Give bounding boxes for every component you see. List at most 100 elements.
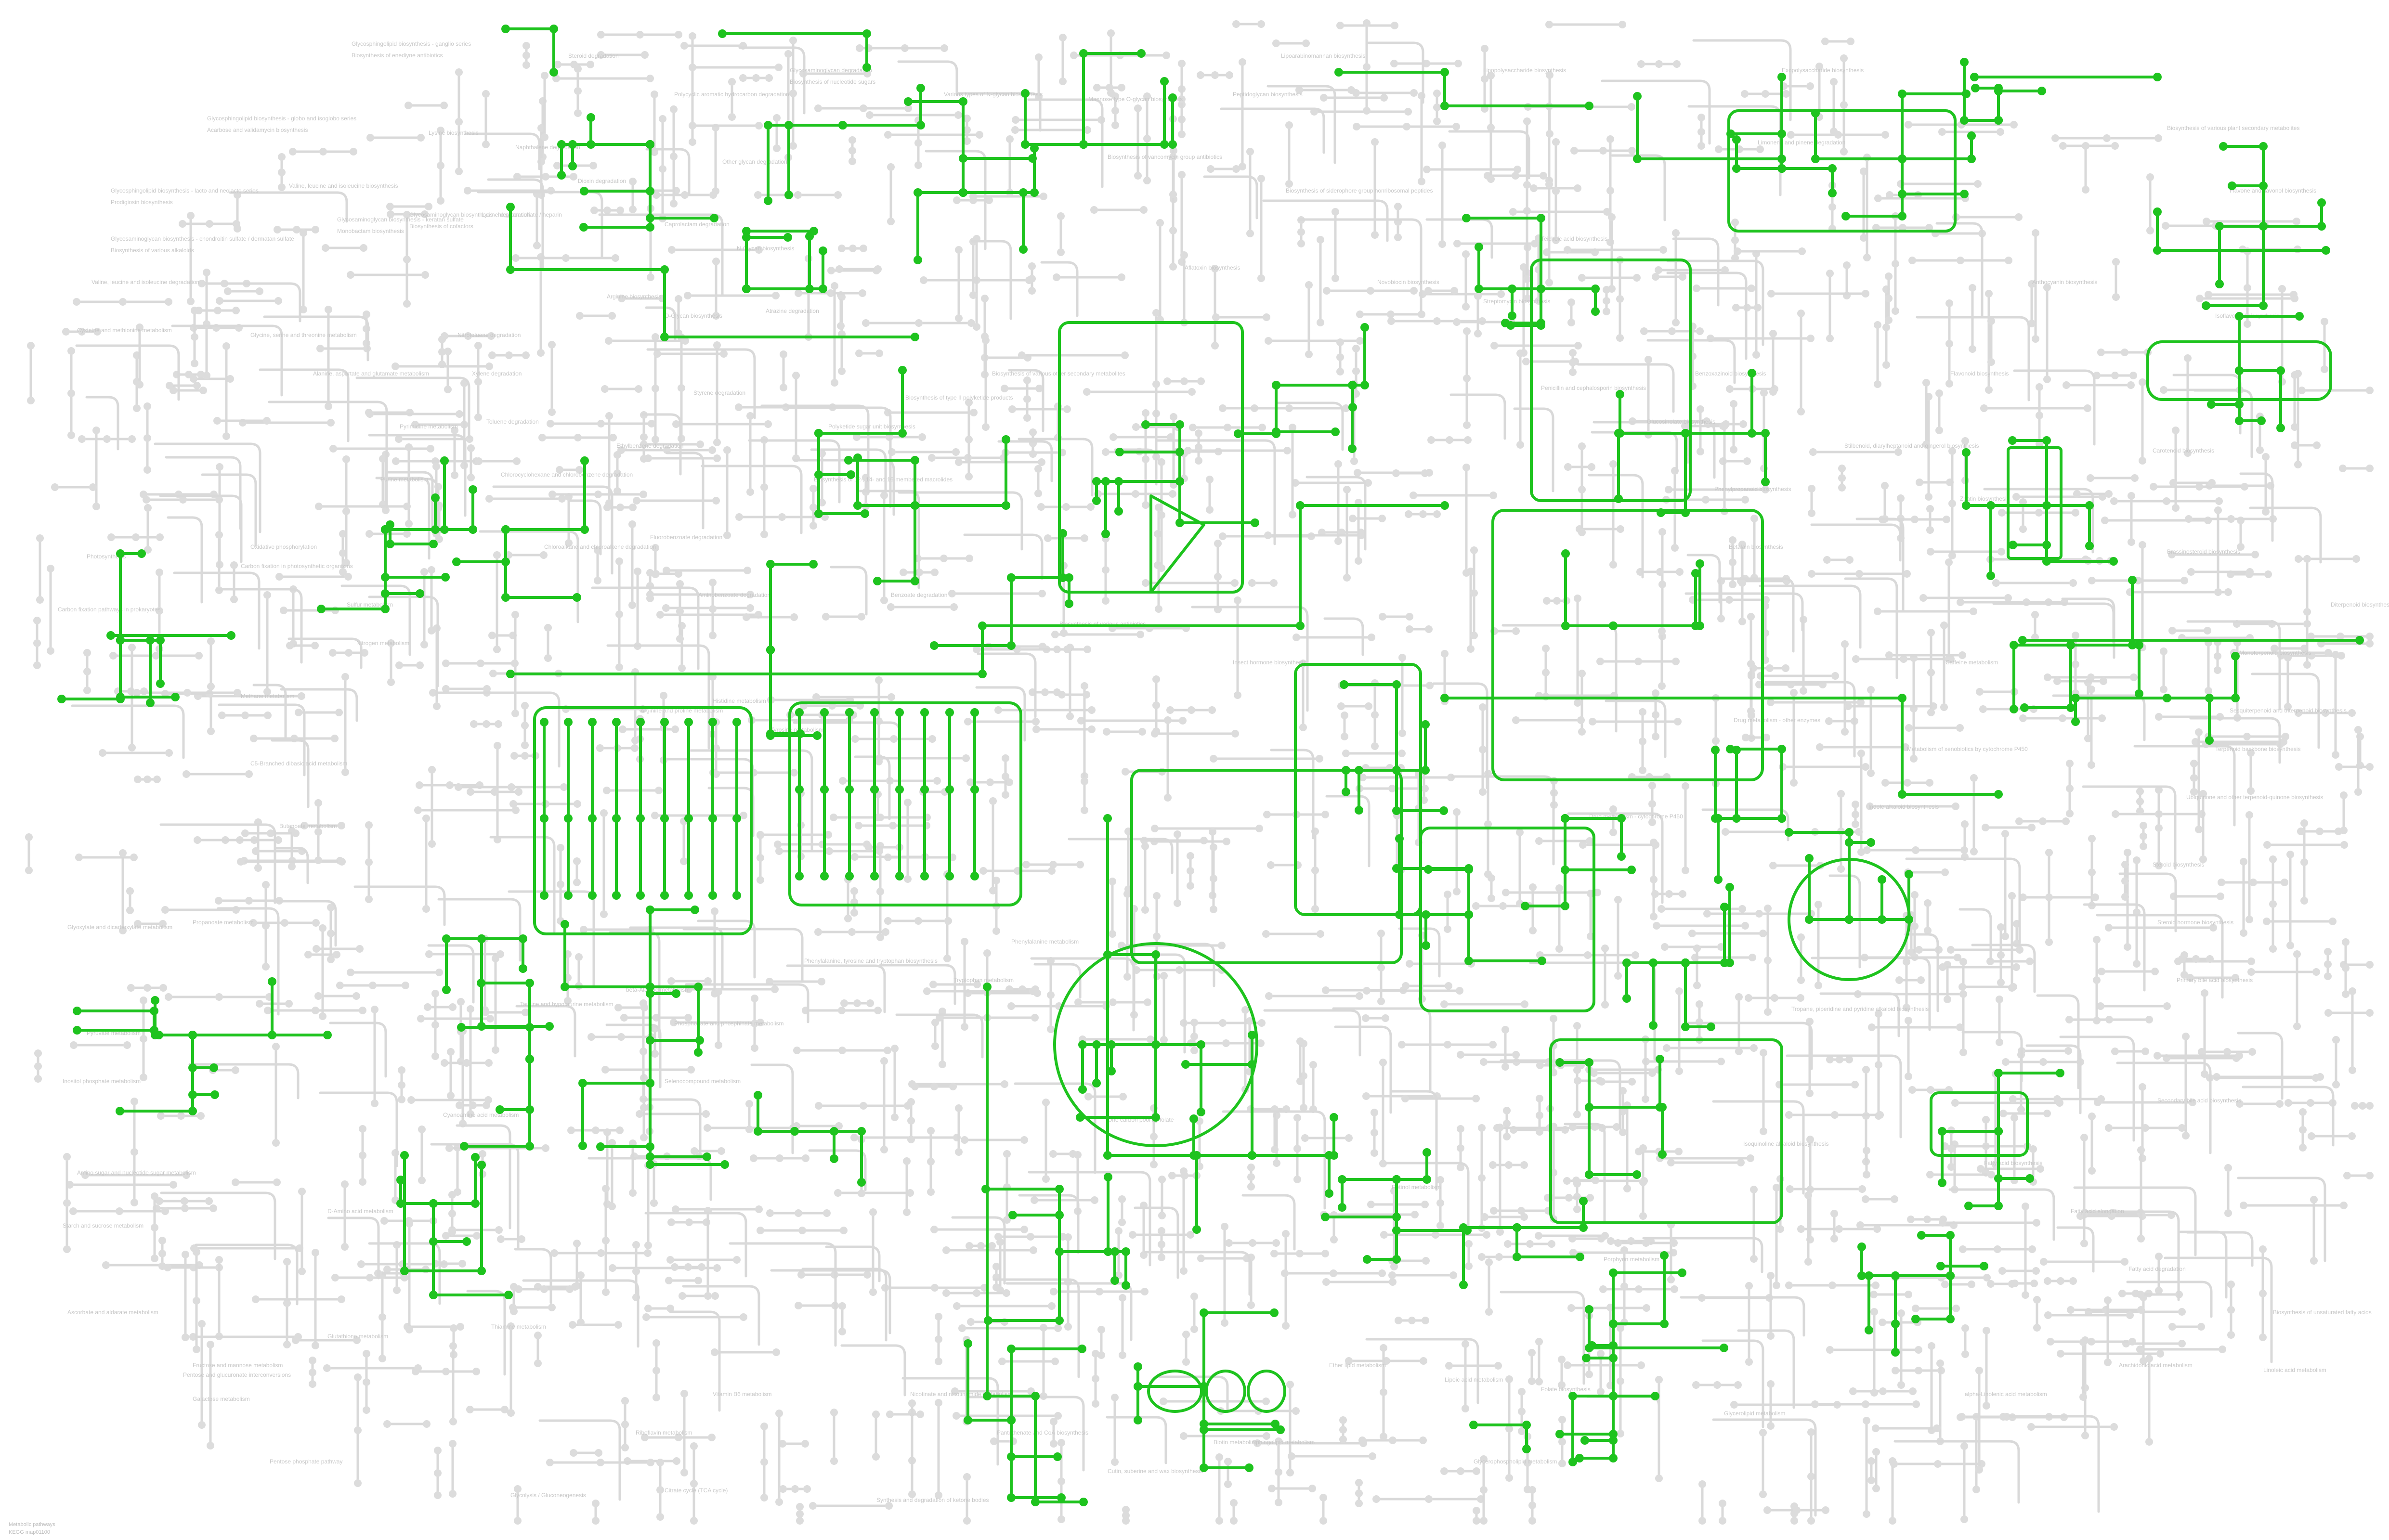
compound-node[interactable] [2139,1154,2146,1162]
compound-node[interactable] [1905,121,1912,129]
compound-node[interactable] [1530,184,1538,192]
compound-node[interactable] [2136,788,2144,795]
compound-node[interactable] [1776,1225,1784,1233]
compound-node[interactable] [923,987,931,995]
compound-node[interactable] [2303,620,2311,628]
compound-node[interactable] [755,122,763,129]
pathway-label[interactable]: Linoleic acid metabolism [2263,1367,2326,1373]
pathway-label[interactable]: Methane metabolism [241,693,294,699]
compound-node[interactable] [387,678,395,686]
compound-node[interactable] [574,800,581,808]
compound-node[interactable] [281,919,288,927]
pathway-connector[interactable] [997,440,1053,482]
compound-node[interactable] [103,435,111,443]
compound-node[interactable] [1178,171,1186,179]
compound-node[interactable] [603,207,611,214]
compound-node[interactable] [656,1459,664,1466]
compound-node[interactable] [1521,1000,1528,1008]
compound-node[interactable] [1377,997,1385,1005]
pathway-connector[interactable] [1500,1291,1585,1385]
compound-node[interactable] [488,351,496,359]
compound-node[interactable] [1563,1177,1571,1185]
compound-node[interactable] [1380,94,1388,102]
compound-node[interactable] [1388,785,1396,792]
compound-node[interactable] [1826,1346,1834,1354]
compound-node[interactable] [601,1066,609,1074]
compound-node[interactable] [853,999,861,1007]
compound-node[interactable] [249,919,257,927]
compound-node[interactable] [1614,972,1622,980]
compound-node[interactable] [1997,951,2005,959]
pathway-connector[interactable] [1983,488,2094,554]
pathway-label[interactable]: Valine, leucine and isoleucine degradati… [91,279,199,285]
compound-node[interactable] [1209,828,1216,836]
compound-node[interactable] [417,134,425,142]
compound-node[interactable] [1603,208,1611,216]
compound-node[interactable] [675,295,682,303]
compound-node[interactable] [838,1007,846,1014]
compound-node[interactable] [1462,569,1470,577]
compound-node[interactable] [597,31,605,39]
pathway-connector[interactable] [353,885,446,926]
compound-node[interactable] [1603,308,1610,315]
pathway-connector[interactable] [465,691,561,768]
compound-node[interactable] [702,1110,710,1118]
compound-node[interactable] [540,1285,548,1293]
compound-node[interactable] [2291,295,2298,302]
compound-node[interactable] [1987,317,1995,325]
compound-node[interactable] [2247,968,2255,976]
compound-node[interactable] [1905,1017,1912,1024]
compound-node[interactable] [1211,265,1219,272]
compound-node[interactable] [2036,383,2043,391]
compound-node[interactable] [573,879,581,886]
compound-node[interactable] [760,1458,768,1466]
pathway-label[interactable]: Nitrotoluene degradation [457,332,521,338]
compound-node[interactable] [329,445,337,453]
compound-node[interactable] [1481,75,1488,83]
compound-node[interactable] [420,568,428,576]
compound-node[interactable] [2137,1306,2145,1314]
compound-node[interactable] [1158,1176,1166,1183]
compound-node[interactable] [775,1498,783,1506]
pathway-label[interactable]: Glycosphingolipid biosynthesis - globo a… [207,115,356,122]
compound-node[interactable] [1109,878,1116,885]
compound-node[interactable] [1840,101,1848,109]
compound-node[interactable] [1487,124,1495,131]
compound-node[interactable] [597,420,605,427]
compound-node[interactable] [1305,350,1313,358]
compound-node[interactable] [1391,22,1398,29]
compound-node[interactable] [1959,1245,1967,1253]
pathway-label[interactable]: Styrene degradation [693,389,745,396]
compound-node[interactable] [1620,1282,1628,1290]
compound-node[interactable] [2162,222,2169,230]
compound-node[interactable] [2093,936,2101,944]
compound-node[interactable] [575,953,583,961]
pathway-connector[interactable] [386,471,434,533]
compound-node[interactable] [1449,1271,1457,1279]
compound-node[interactable] [1546,130,1554,138]
compound-node[interactable] [687,1066,695,1074]
compound-node[interactable] [273,1178,281,1186]
compound-node[interactable] [831,379,838,387]
compound-node[interactable] [822,613,830,621]
compound-node[interactable] [1526,1240,1534,1248]
compound-node[interactable] [1462,303,1470,311]
compound-node[interactable] [751,1044,758,1052]
pathway-connector[interactable] [1106,1416,1167,1464]
compound-node[interactable] [1034,465,1042,473]
compound-node[interactable] [1573,1022,1581,1030]
compound-node[interactable] [1457,1164,1464,1171]
compound-node[interactable] [1032,725,1040,733]
compound-node[interactable] [791,1485,799,1493]
compound-node[interactable] [1870,1389,1878,1397]
compound-node[interactable] [2185,515,2193,523]
compound-node[interactable] [2303,555,2311,563]
compound-node[interactable] [1255,825,1263,832]
compound-node[interactable] [1882,361,1890,369]
compound-node[interactable] [908,1490,916,1498]
pathway-label[interactable]: Carbon fixation in photosynthetic organi… [241,563,353,569]
compound-node[interactable] [2118,1290,2126,1297]
compound-node[interactable] [336,982,344,989]
compound-node[interactable] [232,1066,239,1074]
compound-node[interactable] [1282,1322,1290,1330]
